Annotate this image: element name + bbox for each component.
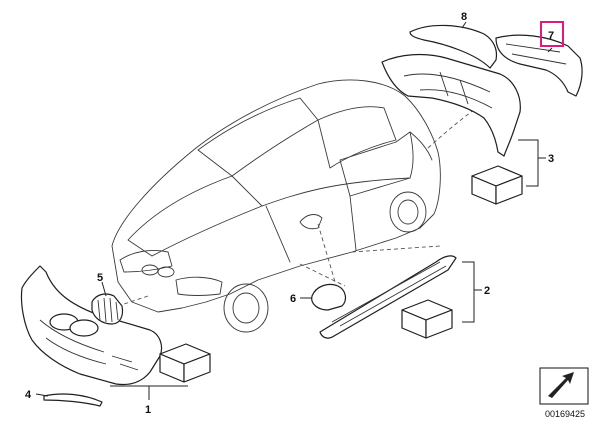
callout-1: 1 [145,404,151,416]
leader-4 [35,393,49,397]
callout-4: 4 [25,389,32,401]
part-1-kidney-grille-right [69,319,99,337]
part-3-package-box [471,165,523,205]
callout-7: 7 [548,30,554,42]
part-2-detail-lines [331,261,447,327]
part-7-rear-diffuser [495,34,583,97]
part-4-trim-strip [43,393,103,407]
dash-sill [299,263,346,287]
part-5-kidney-grille [91,293,124,325]
leader-1 [110,385,188,400]
dash-sill-rear [351,245,441,253]
part-1-detail-lines [39,319,107,365]
callout-7-highlight-box [540,21,564,47]
callout-6: 6 [290,293,296,305]
car-body-outline [111,79,441,333]
leader-2 [462,261,482,323]
dash-mirror [317,223,339,293]
leader-3 [518,139,546,187]
direction-arrow-icon [548,372,574,398]
diagram-number-box: 00169425 [539,367,589,419]
diagram-number: 00169425 [545,409,585,419]
part-2-package-box [401,299,453,339]
callout-2: 2 [484,285,490,297]
part-3-rear-bumper [381,53,521,157]
callout-5: 5 [97,272,103,284]
part-3-detail-lines [403,71,493,109]
part-1-package-box [159,343,211,383]
part-2-side-sill [319,255,457,339]
part-8-rear-trim [409,24,498,69]
part-6-mirror-cap [311,283,347,311]
leader-8 [461,21,467,29]
diagram-icon-frame [539,367,589,405]
part-7-detail-lines [505,43,567,65]
callout-8: 8 [461,11,467,23]
leader-5 [101,281,107,297]
leader-7 [547,47,553,53]
part-1-fog-vents [111,355,139,371]
callout-3: 3 [548,153,554,165]
